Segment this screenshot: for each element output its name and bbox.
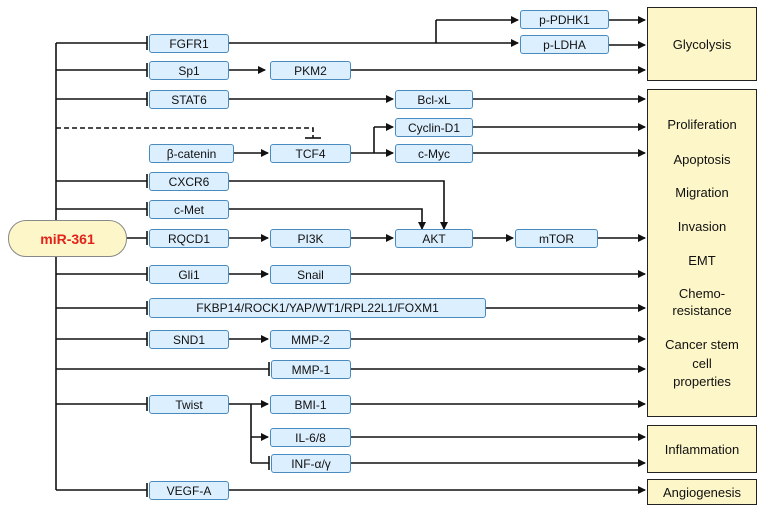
node-cyclin-d1: Cyclin-D1 <box>395 118 473 137</box>
node-akt: AKT <box>395 229 473 248</box>
target-rqcd1: RQCD1 <box>149 229 229 248</box>
cancer-stem-cell-label-line2: cell <box>692 356 712 371</box>
glycolysis-label: Glycolysis <box>672 37 732 52</box>
node-beta-catenin: β-catenin <box>149 144 234 163</box>
node-pkm2: PKM2 <box>270 61 351 80</box>
angiogenesis-label: Angiogenesis <box>662 485 742 500</box>
outcome-angiogenesis: Angiogenesis <box>647 479 757 505</box>
invasion-label: Invasion <box>677 219 727 234</box>
node-il-6-8: IL-6/8 <box>270 428 351 447</box>
migration-label: Migration <box>675 185 729 200</box>
target-twist: Twist <box>149 395 229 414</box>
target-fkbp14-group: FKBP14/ROCK1/YAP/WT1/RPL22L1/FOXM1 <box>149 298 486 318</box>
target-cxcr6: CXCR6 <box>149 172 229 191</box>
chemoresistance-label-line1: Chemo- <box>678 286 726 301</box>
inflammation-label: Inflammation <box>664 442 740 457</box>
node-c-myc: c-Myc <box>395 144 473 163</box>
target-c-met: c-Met <box>149 200 229 219</box>
proliferation-label: Proliferation <box>667 117 737 132</box>
apoptosis-label: Apoptosis <box>673 152 731 167</box>
target-vegf-a: VEGF-A <box>149 481 229 500</box>
node-snail: Snail <box>270 265 351 284</box>
outcome-cancer-phenotypes: Proliferation Apoptosis Migration Invasi… <box>647 89 757 417</box>
target-fgfr1: FGFR1 <box>149 34 229 53</box>
target-gli1: Gli1 <box>149 265 229 284</box>
cancer-stem-cell-label-line3: properties <box>673 374 731 389</box>
emt-label: EMT <box>688 253 716 268</box>
node-inf-alpha-gamma: INF-α/γ <box>271 454 351 473</box>
target-sp1: Sp1 <box>149 61 229 80</box>
node-tcf4: TCF4 <box>270 144 351 163</box>
mirna-node: miR-361 <box>8 220 127 257</box>
node-p-pdhk1: p-PDHK1 <box>520 10 609 29</box>
node-mmp-2: MMP-2 <box>270 330 351 349</box>
node-bcl-xl: Bcl-xL <box>395 90 473 109</box>
node-pi3k: PI3K <box>270 229 351 248</box>
target-snd1: SND1 <box>149 330 229 349</box>
node-bmi-1: BMI-1 <box>270 395 351 414</box>
node-p-ldha: p-LDHA <box>520 35 609 54</box>
target-stat6: STAT6 <box>149 90 229 109</box>
outcome-inflammation: Inflammation <box>647 425 757 473</box>
chemoresistance-label-line2: resistance <box>672 303 732 318</box>
cancer-stem-cell-label-line1: Cancer stem <box>665 337 739 352</box>
node-mtor: mTOR <box>515 229 598 248</box>
outcome-glycolysis: Glycolysis <box>647 7 757 81</box>
node-mmp-1: MMP-1 <box>271 360 351 379</box>
